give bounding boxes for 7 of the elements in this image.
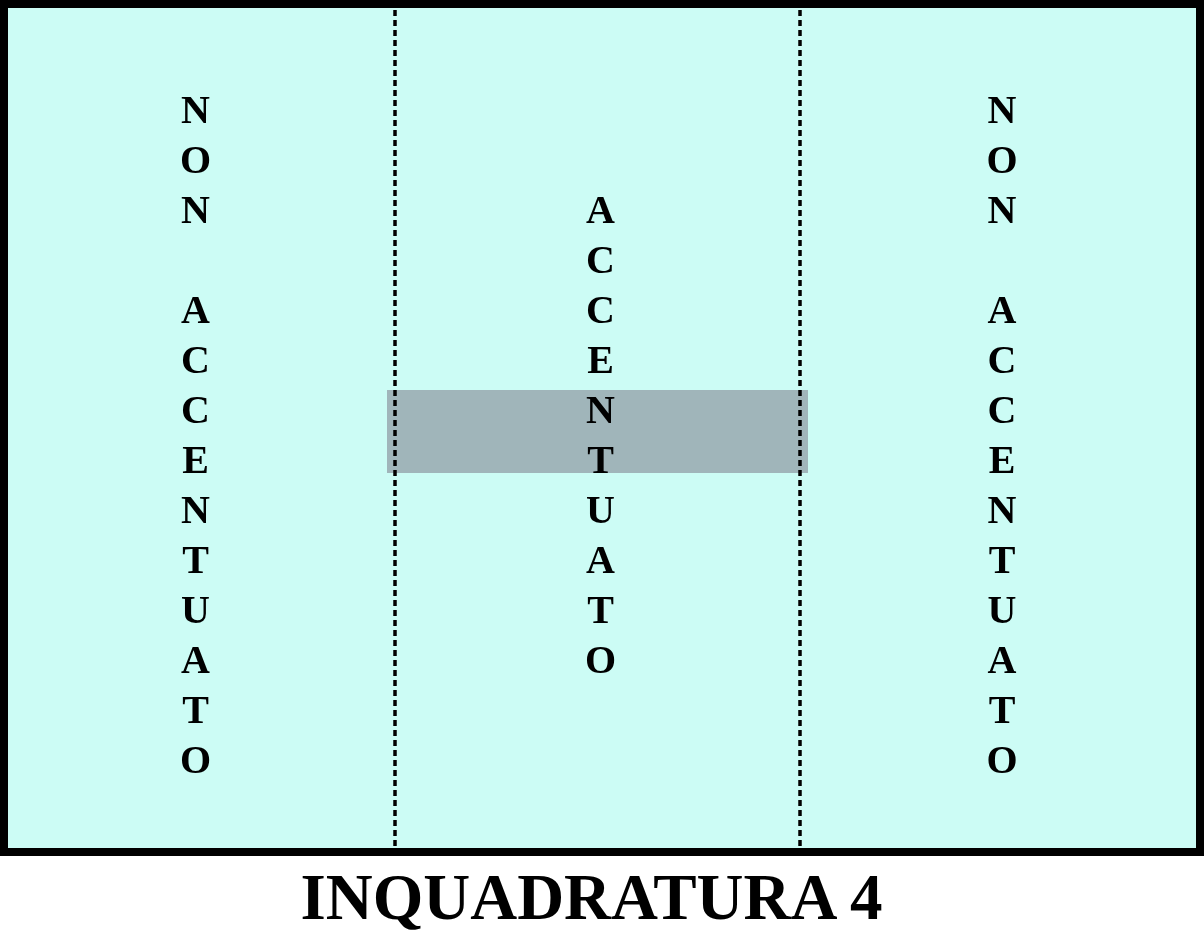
column-panel (8, 8, 395, 848)
vertical-label: NON ACCENTUATO (179, 86, 212, 784)
column-panel (395, 8, 800, 848)
column-panel (800, 8, 1196, 848)
vertical-label: ACCENTUATO (584, 186, 617, 684)
diagram-title: INQUADRATURA 4 (300, 865, 883, 930)
vertical-label: NON ACCENTUATO (986, 86, 1018, 784)
